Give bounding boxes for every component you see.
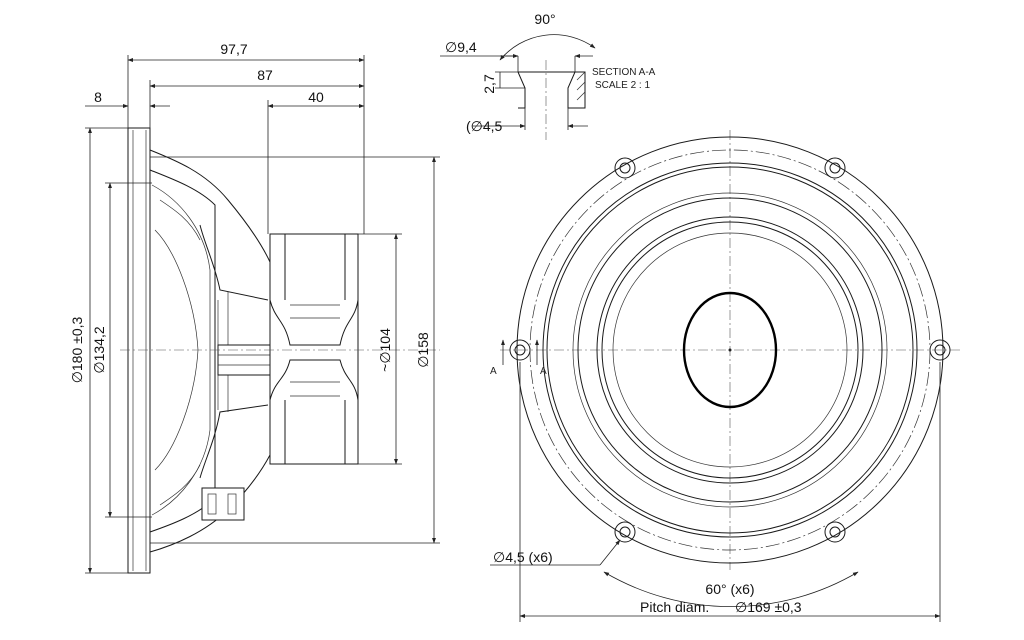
mounting-hole — [614, 521, 636, 543]
cone-edge — [596, 216, 864, 484]
section-angle: 90° — [534, 11, 555, 27]
dust-cap — [682, 291, 778, 409]
mounting-flange — [127, 127, 151, 574]
counterbore-depth: 2,7 — [481, 74, 497, 94]
section-mark-right: A — [540, 366, 547, 377]
dim-outer-diameter: ∅180 ±0,3 — [69, 316, 85, 383]
front-view: A A ∅4,5 (x6) 60° (x6) Pitch diam. ∅169 … — [490, 130, 960, 622]
section-detail: 90° ∅9,4 2,7 (∅4,5 SECTION A-A SCALE 2 :… — [440, 11, 656, 140]
mounting-hole — [509, 339, 531, 361]
dim-basket-diameter: ∅158 — [415, 332, 431, 368]
mounting-hole — [824, 521, 846, 543]
surround-outer — [572, 192, 888, 508]
hole-callout: ∅4,5 (x6) — [493, 549, 553, 565]
mounting-hole — [824, 157, 846, 179]
pitch-value: ∅169 ±0,3 — [735, 599, 802, 615]
counterbore-profile — [517, 71, 576, 109]
mounting-hole — [614, 157, 636, 179]
dim-depth-to-magnet: 87 — [257, 67, 273, 83]
pitch-label: Pitch diam. — [640, 599, 709, 615]
dim-overall-depth: 97,7 — [220, 41, 247, 57]
counterbore-diameter: ∅9,4 — [445, 39, 477, 55]
dim-flange-thickness: 8 — [94, 89, 102, 105]
dim-magnet-diameter: ~∅104 — [377, 328, 393, 372]
basket-rib-lower — [199, 404, 269, 479]
section-mark-left: A — [490, 366, 497, 377]
dim-cone-diameter: ∅134,2 — [91, 326, 107, 373]
hole-diameter: (∅4,5 — [466, 118, 503, 134]
section-title: SECTION A-A — [592, 67, 656, 78]
angle-arc — [603, 571, 859, 607]
mounting-holes — [509, 157, 951, 543]
section-scale: SCALE 2 : 1 — [595, 80, 650, 91]
flange-outer-ring — [516, 136, 944, 564]
side-view: 97,7 87 40 8 ∅180 ±0,3 ∅134,2 ~∅104 ∅158 — [69, 41, 440, 574]
basket-rib-upper — [199, 224, 269, 301]
dim-magnet-depth: 40 — [308, 89, 324, 105]
terminal-block — [201, 487, 245, 521]
angle-callout: 60° (x6) — [705, 581, 754, 597]
mounting-hole — [929, 339, 951, 361]
